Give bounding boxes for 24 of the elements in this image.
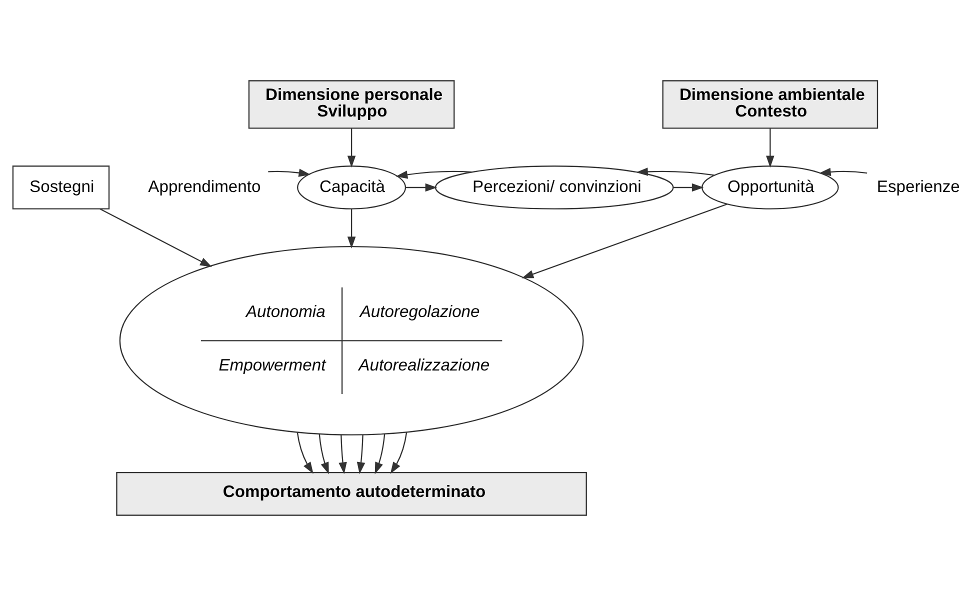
arrow bbox=[338, 434, 347, 474]
arrow bbox=[374, 434, 386, 474]
node-text: Esperienze bbox=[876, 176, 960, 196]
node-box: Comportamento autodeterminato bbox=[116, 472, 587, 516]
arrow bbox=[100, 208, 212, 268]
arrow bbox=[636, 168, 714, 176]
node-text: Apprendimento bbox=[148, 176, 261, 196]
arrow bbox=[673, 183, 704, 192]
node-box: Dimensione personale Sviluppo bbox=[248, 80, 455, 129]
node-ellipse: Autonomia Autoregolazione Empowerment Autorealizzazione bbox=[119, 246, 584, 436]
arrow bbox=[390, 432, 408, 474]
arrow bbox=[406, 183, 438, 192]
arrow bbox=[766, 128, 774, 168]
arrow bbox=[268, 168, 311, 177]
arrow bbox=[522, 204, 728, 278]
node-box: Dimensione ambientale Contesto bbox=[662, 80, 878, 129]
arrow bbox=[296, 432, 314, 474]
arrow bbox=[396, 170, 472, 179]
arrow bbox=[347, 209, 356, 249]
node-box: Sostegni bbox=[12, 166, 110, 210]
arrow bbox=[356, 434, 366, 474]
arrow bbox=[318, 434, 329, 474]
arrow bbox=[347, 128, 356, 168]
arrow bbox=[818, 168, 868, 176]
